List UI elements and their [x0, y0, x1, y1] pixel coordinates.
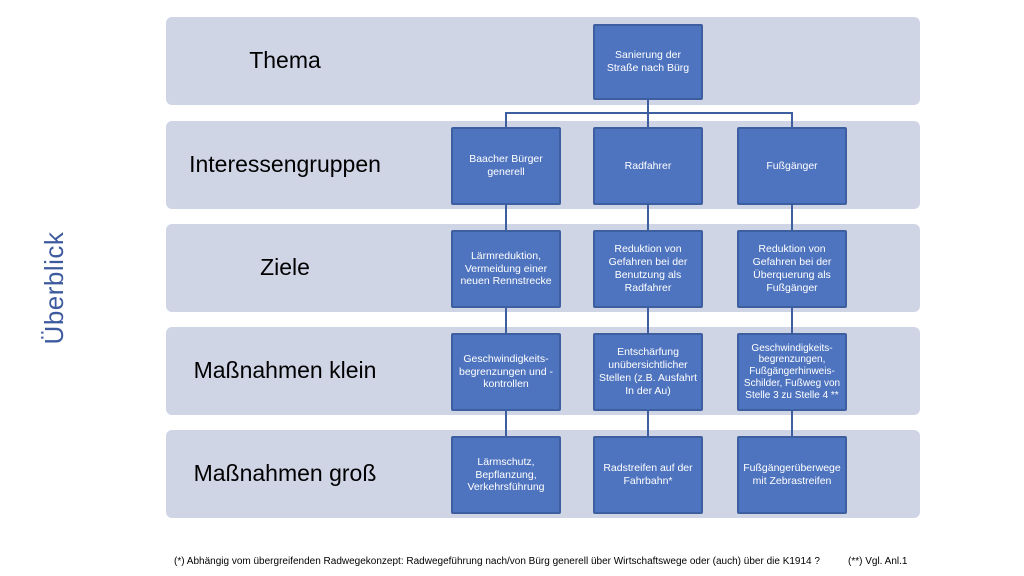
connector-col3-c	[791, 407, 793, 438]
connector-col2-top	[647, 112, 649, 128]
node-small-radfahrer: Entschärfung unübersichtlicher Stellen (…	[593, 333, 703, 411]
node-root: Sanierung der Straße nach Bürg	[593, 24, 703, 100]
node-large-fussgaenger: Fußgängerüberwege mit Zebrastreifen	[737, 436, 847, 514]
node-goal-baacher-buerger: Lärmreduktion, Vermeidung einer neuen Re…	[451, 230, 561, 308]
node-large-baacher-buerger: Lärmschutz, Bepflanzung, Verkehrsführung	[451, 436, 561, 514]
footnote-anlage: (**) Vgl. Anl.1	[848, 556, 908, 567]
node-group-radfahrer: Radfahrer	[593, 127, 703, 205]
node-goal-radfahrer: Reduktion von Gefahren bei der Benutzung…	[593, 230, 703, 308]
node-group-fussgaenger: Fußgänger	[737, 127, 847, 205]
node-large-radfahrer: Radstreifen auf der Fahrbahn*	[593, 436, 703, 514]
connector-col1-b	[505, 304, 507, 335]
side-title: Überblick	[39, 231, 69, 345]
node-small-baacher-buerger: Geschwindigkeits-begrenzungen und -kontr…	[451, 333, 561, 411]
node-small-fussgaenger: Geschwindigkeits-begrenzungen, Fußgänger…	[737, 333, 847, 411]
row-label-ziele: Ziele	[260, 254, 310, 281]
connector-col3-a	[791, 201, 793, 232]
connector-col2-b	[647, 304, 649, 335]
row-label-massnahmen-klein: Maßnahmen klein	[193, 357, 377, 384]
connector-col3-top	[791, 112, 793, 128]
connector-col2-c	[647, 407, 649, 438]
connector-horizontal	[505, 112, 793, 114]
row-label-interessengruppen: Interessengruppen	[189, 151, 381, 178]
connector-col3-b	[791, 304, 793, 335]
node-goal-fussgaenger: Reduktion von Gefahren bei der Überqueru…	[737, 230, 847, 308]
connector-col1-c	[505, 407, 507, 438]
row-label-massnahmen-gross: Maßnahmen groß	[193, 460, 377, 487]
row-label-thema: Thema	[249, 47, 321, 74]
connector-col2-a	[647, 201, 649, 232]
connector-col1-a	[505, 201, 507, 232]
footnote-radwegekonzept: (*) Abhängig vom übergreifenden Radwegek…	[174, 556, 820, 567]
band-thema	[166, 17, 920, 105]
node-group-baacher-buerger: Baacher Bürger generell	[451, 127, 561, 205]
connector-root-down	[647, 98, 649, 113]
connector-col1-top	[505, 112, 507, 128]
